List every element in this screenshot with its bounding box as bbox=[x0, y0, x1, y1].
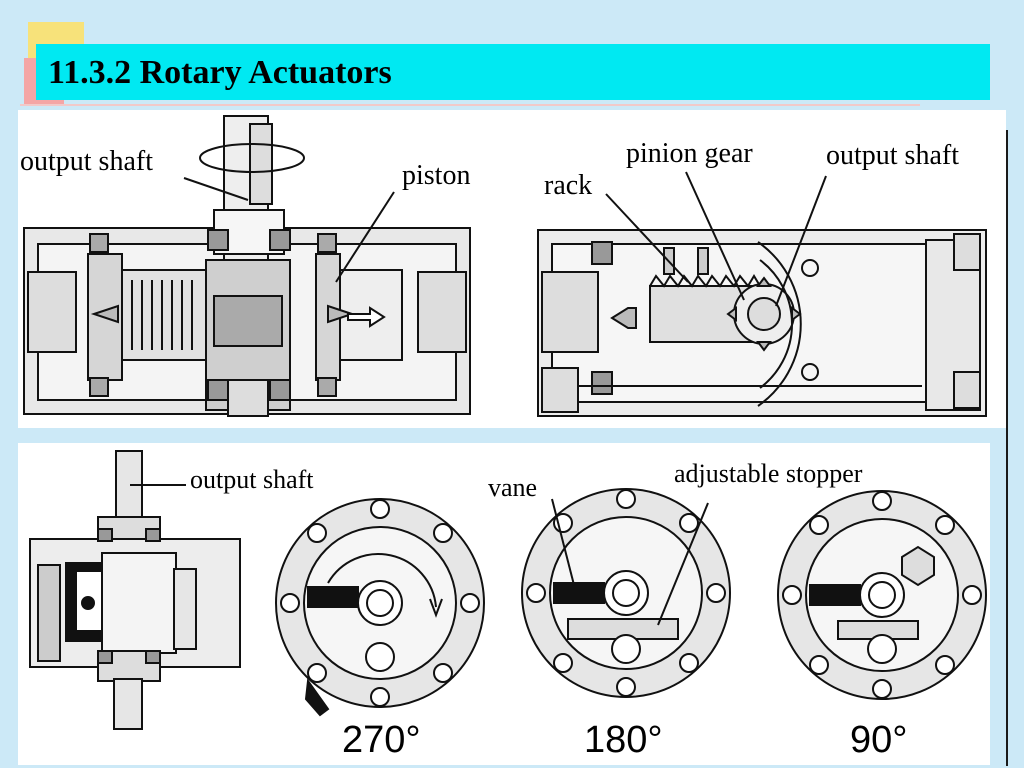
right-border-line bbox=[1006, 130, 1008, 766]
slide-title: 11.3.2 Rotary Actuators bbox=[48, 54, 392, 91]
top-diagram-drawing bbox=[23, 115, 987, 417]
angle-label-270: 270° bbox=[342, 719, 421, 761]
bottom-diagram-drawing bbox=[29, 450, 987, 730]
top-diagram-panel: output shaft piston rack pinion gear out… bbox=[18, 110, 1006, 428]
vane-label: vane bbox=[488, 473, 538, 502]
bottom-output-shaft-label: output shaft bbox=[190, 465, 314, 494]
left-output-shaft-label: output shaft bbox=[20, 146, 153, 177]
angle-label-180: 180° bbox=[584, 719, 663, 761]
bottom-diagram-panel: output shaft vane adjustable stopper 270… bbox=[18, 443, 990, 765]
right-output-shaft-label: output shaft bbox=[826, 140, 959, 171]
decoration-line bbox=[20, 104, 920, 106]
adjustable-stopper-label: adjustable stopper bbox=[674, 459, 863, 488]
rack-label: rack bbox=[544, 170, 593, 201]
pinion-gear-label: pinion gear bbox=[626, 138, 753, 169]
piston-label: piston bbox=[402, 160, 471, 191]
title-bar: 11.3.2 Rotary Actuators bbox=[36, 44, 990, 100]
angle-label-90: 90° bbox=[850, 719, 908, 761]
